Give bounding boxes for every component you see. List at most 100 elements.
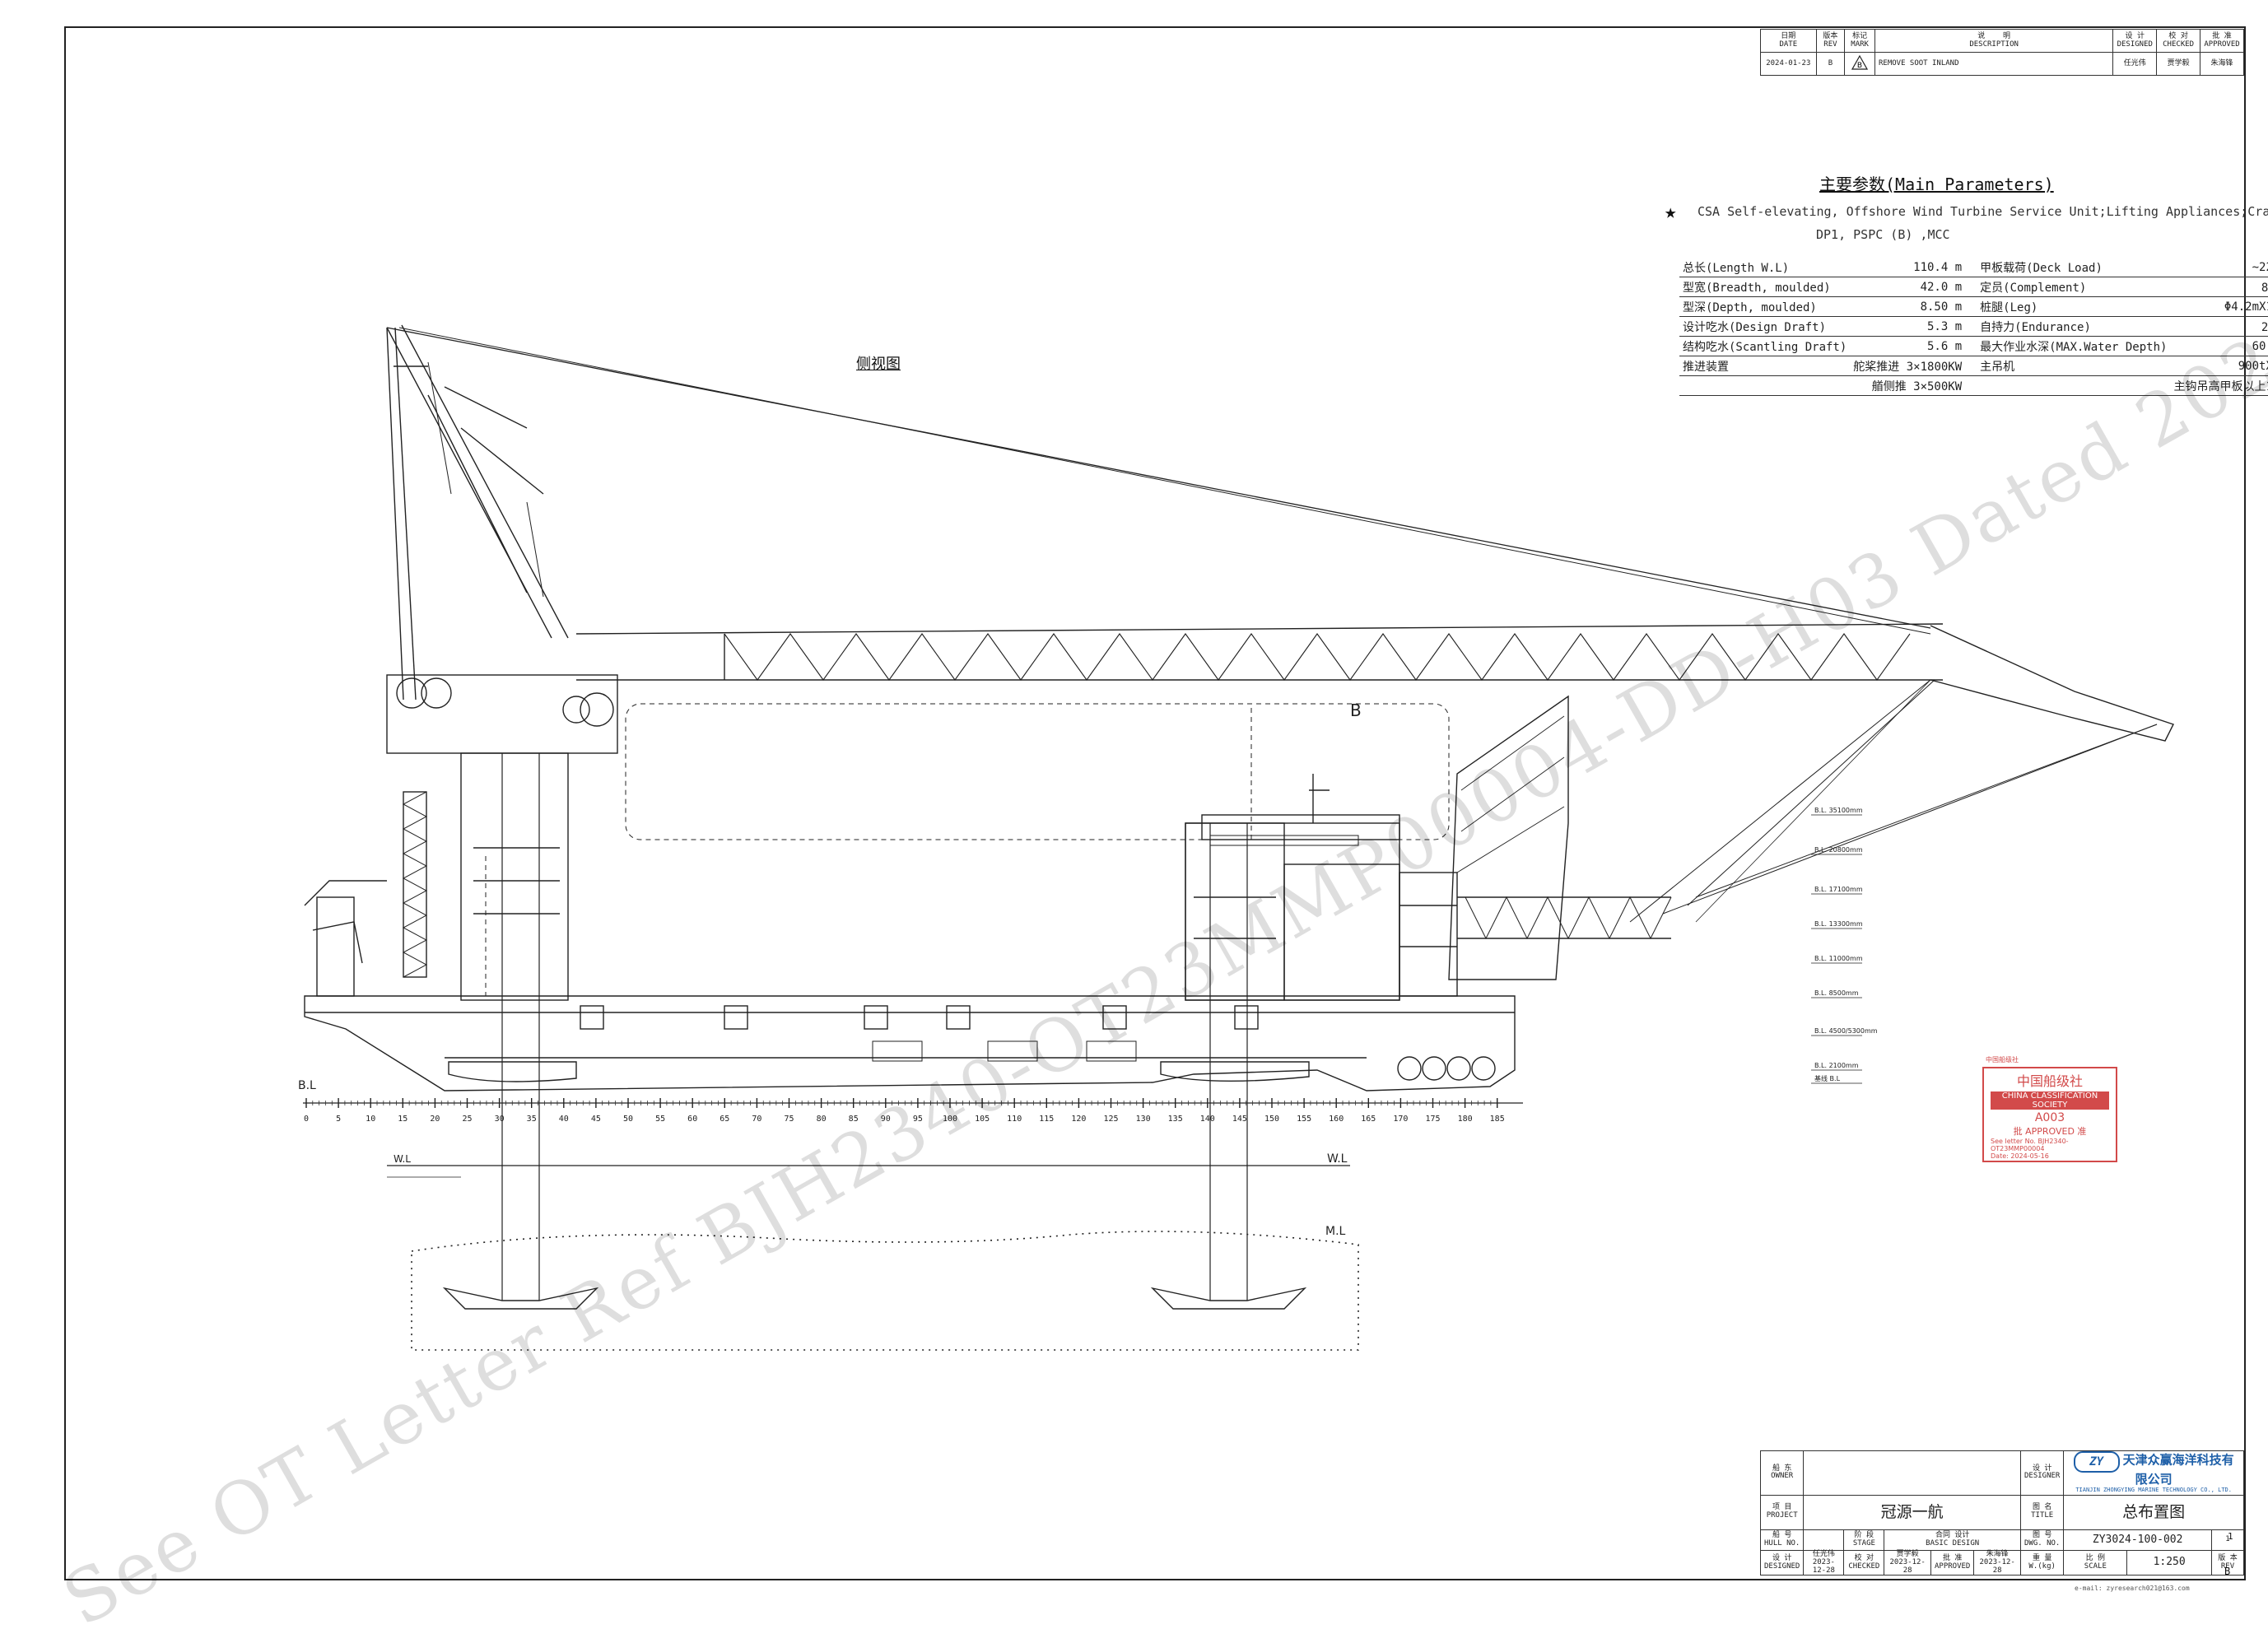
stamp-code: A003	[2034, 1111, 2065, 1124]
stamp-small: 中国船级社	[1986, 1056, 2019, 1064]
param-right-value: 60.0 m	[2170, 336, 2268, 356]
param-left-label: 推进装置	[1679, 356, 1851, 376]
tb-sheet-no: 1	[2211, 1529, 2244, 1551]
class-notation-line1: CSA Self-elevating, Offshore Wind Turbin…	[1698, 204, 2268, 219]
param-left-value: 5.6 m	[1850, 336, 1966, 356]
tb-owner-value	[1803, 1450, 2021, 1496]
tb-dwg-label: 图 号 DWG. NO.	[2019, 1529, 2065, 1551]
param-right-value: 900tX30m	[2170, 356, 2268, 376]
param-left-label	[1679, 375, 1851, 396]
approval-stamp: 中国船级社 CHINA CLASSIFICATION SOCIETY A003 …	[1982, 1067, 2117, 1162]
company-logo: ZY	[2073, 1451, 2120, 1473]
tb-approved-date: 2023-12-28	[1979, 1557, 2015, 1575]
param-right-label: 桩腿(Leg)	[1965, 296, 2171, 317]
rev-header-description: 说 明 DESCRIPTION	[1874, 29, 2114, 53]
tb-designed-label: 设 计 DESIGNED	[1759, 1549, 1805, 1576]
revision-table: 日期 DATE 版本 REV 标记 MARK 说 明 DESCRIPTION 设…	[1760, 29, 2245, 76]
param-right-label: 甲板载荷(Deck Load)	[1965, 258, 2171, 277]
tb-weight-label: 重 量 W.(kg)	[2019, 1549, 2065, 1576]
param-right-label: 最大作业水深(MAX.Water Depth)	[1965, 336, 2171, 356]
param-left-label: 型宽(Breadth, moulded)	[1679, 277, 1851, 297]
param-left-label: 结构吃水(Scantling Draft)	[1679, 336, 1851, 356]
param-left-value: 8.50 m	[1850, 296, 1966, 317]
rev-header-approved: 批 准 APPROVED	[2199, 29, 2245, 53]
tb-rev-label: 版 本 REV	[2218, 1553, 2238, 1571]
tb-stage-label: 阶 段 STAGE	[1843, 1529, 1885, 1551]
tb-dwg-no: ZY3024-100-002	[2063, 1529, 2212, 1551]
rev-date: 2024-01-23	[1760, 52, 1817, 76]
tb-drawing-title: 总布置图	[2063, 1494, 2244, 1530]
tb-rev-cell: 版 本 REV	[2211, 1549, 2244, 1576]
star-icon: ★	[1665, 200, 1677, 223]
tb-designed-date: 2023-12-28	[1812, 1557, 1835, 1575]
param-right-value: Φ4.2mX105m	[2170, 296, 2268, 317]
tb-approved-label: 批 准 APPROVED	[1930, 1549, 1975, 1576]
rev-designed: 任光伟	[2112, 52, 2158, 76]
tb-project: 冠源一航	[1803, 1494, 2021, 1530]
tb-sheet-total: 1	[2228, 1531, 2233, 1542]
tb-hull-label: 船 号 HULL NO.	[1759, 1529, 1805, 1551]
tb-title-label: 图 名 TITLE	[2019, 1494, 2065, 1530]
tb-checked-date: 2023-12-28	[1889, 1557, 1926, 1575]
rev-mark-letter: B	[1857, 62, 1862, 70]
param-left-value: 5.3 m	[1850, 316, 1966, 337]
param-left-value: 艏侧推 3×500KW	[1850, 375, 1966, 396]
rev-header-rev: 版本 REV	[1815, 29, 1846, 53]
drawing-frame	[64, 26, 2246, 1580]
param-right-label: 自持力(Endurance)	[1965, 316, 2171, 337]
stamp-letter: See letter No. BJH2340-OT23MMP00004	[1991, 1138, 2069, 1152]
tb-hull-value	[1803, 1529, 1845, 1551]
param-left-label: 总长(Length W.L)	[1679, 258, 1851, 277]
tb-project-label: 项 目 PROJECT	[1759, 1494, 1805, 1530]
tb-checked-label: 校 对 CHECKED	[1843, 1549, 1885, 1576]
class-notation-line2: DP1, PSPC (B) ,MCC	[1816, 227, 1950, 242]
company-name-en: TIANJIN ZHONGYING MARINE TECHNOLOGY CO.,…	[2075, 1486, 2232, 1493]
rev-mark: B	[1844, 52, 1875, 76]
stamp-title: 中国船级社	[2016, 1073, 2083, 1089]
tb-designed-by: 任光伟	[1812, 1549, 1835, 1558]
param-right-value: ~2200t	[2170, 258, 2268, 277]
rev-header-checked: 校 对 CHECKED	[2156, 29, 2200, 53]
rev-approved: 朱海锋	[2199, 52, 2245, 76]
stamp-approved: 批 APPROVED 准	[2013, 1126, 2087, 1137]
stamp-org: CHINA CLASSIFICATION SOCIETY	[1991, 1091, 2109, 1110]
param-right-value: 20 天	[2170, 316, 2268, 337]
tb-scale-cell: 比 例 SCALE	[2063, 1549, 2128, 1576]
tb-approved-by: 朱海锋	[1986, 1549, 2009, 1558]
params-title: 主要参数(Main Parameters)	[1819, 175, 2054, 194]
rev-header-mark: 标记 MARK	[1844, 29, 1875, 53]
param-left-value: 110.4 m	[1850, 258, 1966, 277]
param-left-value: 舵桨推进 3×1800KW	[1850, 356, 1966, 376]
rev-rev: B	[1815, 52, 1846, 76]
param-row: 型深(Depth, moulded)8.50 m桩腿(Leg)Φ4.2mX105…	[1679, 296, 2268, 317]
stamp-date: Date: 2024-05-16	[1991, 1152, 2049, 1160]
param-right-value: 80 人	[2170, 277, 2268, 297]
company-name-cn: 天津众赢海洋科技有限公司	[2122, 1452, 2234, 1487]
rev-checked: 贾学毅	[2156, 52, 2200, 76]
param-right-value: 主钩吊高甲板以上150m	[2170, 375, 2268, 396]
tb-scale-label: 比 例 SCALE	[2084, 1553, 2107, 1571]
tb-scale: 1:250	[2126, 1549, 2212, 1576]
rev-header-designed: 设 计 DESIGNED	[2112, 29, 2158, 53]
revision-row: 2024-01-23 B B REMOVE SOOT INLAND 任光伟 贾学…	[1760, 52, 2245, 76]
tb-owner-label: 船 东 OWNER	[1759, 1450, 1805, 1496]
param-left-label: 型深(Depth, moulded)	[1679, 296, 1851, 317]
param-right-label	[1965, 375, 2171, 396]
rev-header-date: 日期 DATE	[1760, 29, 1817, 53]
tb-checked-by: 贾学毅	[1896, 1549, 1919, 1558]
param-right-label: 主吊机	[1965, 356, 2171, 376]
side-view-title: 侧视图	[856, 356, 901, 373]
footer-email: e-mail: zyresearch021@163.com	[2075, 1585, 2190, 1592]
tb-designer-label: 设 计 DESIGNER	[2019, 1450, 2065, 1496]
rev-triangle-icon: B	[1851, 54, 1869, 70]
param-right-label: 定员(Complement)	[1965, 277, 2171, 297]
param-row: 设计吃水(Design Draft)5.3 m自持力(Endurance)20 …	[1679, 316, 2268, 337]
